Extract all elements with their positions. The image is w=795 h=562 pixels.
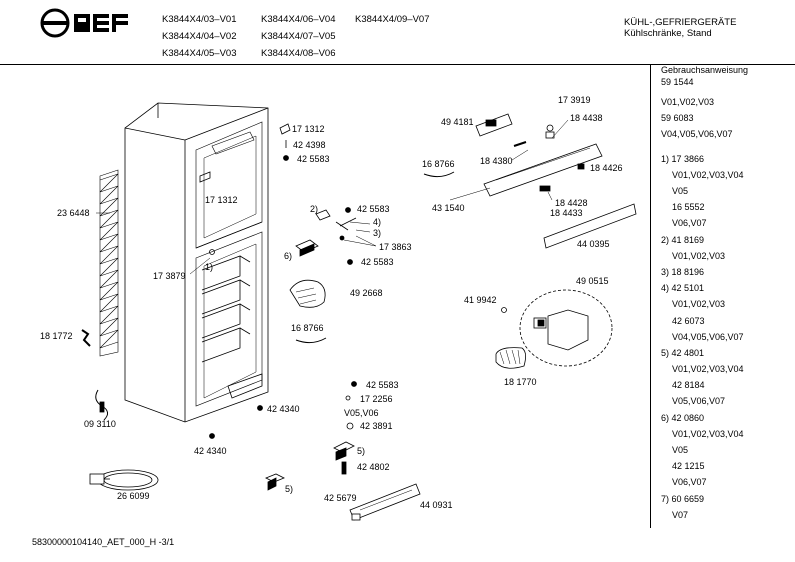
label-42-4802: 42 4802 [357,462,390,472]
sidebar-line-25: V06,V07 [672,477,707,487]
label-44-0395: 44 0395 [577,239,610,249]
sidebar-line-6: V01,V02,V03,V04 [672,170,744,180]
sidebar-line-16: V04,V05,V06,V07 [672,332,744,342]
sidebar-line-4: V04,V05,V06,V07 [661,129,733,139]
label-4: 4) [373,217,382,227]
label-49-4181: 49 4181 [441,117,474,127]
label-3: 3) [373,228,382,238]
sidebar-line-21: 6) 42 0860 [661,413,705,423]
sidebar-line-9: V06,V07 [672,218,707,228]
sidebar-line-26: 7) 60 6659 [661,494,705,504]
neff-logo [40,8,132,38]
label-1-a: 1) [205,262,214,272]
label-23-6448: 23 6448 [57,208,90,218]
label-49-2668: 49 2668 [350,288,383,298]
header-rule [0,64,795,65]
label-17-2256: 17 2256 [360,394,393,404]
label-42-5583-c: 42 5583 [361,257,394,267]
sidebar-line-5: 1) 17 3866 [661,154,705,164]
category-line2: Kühlschränke, Stand [624,28,712,39]
label-44-0931: 44 0931 [420,500,453,510]
sidebar-line-23: V05 [672,445,689,455]
label-42-4340-a: 42 4340 [267,404,300,414]
label-26-6099: 26 6099 [117,491,150,501]
label-17-1312-a: 17 1312 [292,124,325,134]
label-2: 2) [310,204,319,214]
model-1: K3844X4/03–V01 [162,14,237,25]
label-09-3110: 09 3110 [84,419,116,429]
model-4: K3844X4/06–V04 [261,14,336,25]
footer-doc-id: 58300000104140_AET_000_H -3/1 [32,537,175,547]
label-17-1312-b: 17 1312 [205,195,238,205]
sidebar-line-12: 3) 18 8196 [661,267,705,277]
fridge-cabinet [124,102,269,423]
label-17-3919: 17 3919 [558,95,591,105]
label-41-9942: 41 9942 [464,295,497,305]
label-18-1770: 18 1770 [504,377,537,387]
label-16-8766-b: 16 8766 [422,159,455,169]
sidebar-line-2: V01,V02,V03 [661,97,715,107]
label-5-b: 5) [357,446,366,456]
model-6: K3844X4/08–V06 [261,48,336,59]
label-16-8766-a: 16 8766 [291,323,324,333]
sidebar-line-27: V07 [672,510,689,520]
model-7: K3844X4/09–V07 [355,14,430,25]
model-3: K3844X4/05–V03 [162,48,237,59]
sidebar-line-13: 4) 42 5101 [661,283,705,293]
label-49-0515: 49 0515 [576,276,609,286]
sidebar-line-8: 16 5552 [672,202,705,212]
label-18-4380: 18 4380 [480,156,513,166]
condenser-coil [99,169,119,357]
label-42-5679: 42 5679 [324,493,357,503]
label-18-4426: 18 4426 [590,163,623,173]
sidebar-line-19: 42 8184 [672,380,705,390]
label-42-3891: 42 3891 [360,421,393,431]
model-2: K3844X4/04–V02 [162,31,237,42]
label-5-a: 5) [285,484,294,494]
sidebar-line-14: V01,V02,V03 [672,299,726,309]
label-18-4438: 18 4438 [570,113,603,123]
sidebar-line-22: V01,V02,V03,V04 [672,429,744,439]
label-18-4428: 18 4428 [555,198,588,208]
sidebar-rule [650,64,651,528]
label-6: 6) [284,251,293,261]
label-43-1540: 43 1540 [432,203,465,213]
sidebar-line-15: 42 6073 [672,316,705,326]
sidebar-line-1: 59 1544 [661,77,694,87]
label-42-4398: 42 4398 [293,140,326,150]
sidebar-line-17: 5) 42 4801 [661,348,705,358]
exploded-view-drawing [81,102,637,521]
label-18-1772: 18 1772 [40,331,73,341]
sidebar-line-20: V05,V06,V07 [672,396,726,406]
sidebar-line-3: 59 6083 [661,113,694,123]
sidebar-line-18: V01,V02,V03,V04 [672,364,744,374]
sidebar-line-24: 42 1215 [672,461,705,471]
sidebar-line-10: 2) 41 8169 [661,235,705,245]
label-v05-v06: V05,V06 [344,408,379,418]
label-42-5583-a: 42 5583 [297,154,330,164]
sidebar-line-11: V01,V02,V03 [672,251,726,261]
label-42-5583-d: 42 5583 [366,380,399,390]
label-17-3863: 17 3863 [379,242,412,252]
label-42-4340-b: 42 4340 [194,446,227,456]
sidebar-line-0: Gebrauchsanweisung [661,65,749,75]
category-line1: KÜHL-,GEFRIERGERÄTE [624,17,737,28]
label-17-3879: 17 3879 [153,271,186,281]
label-42-5583-b: 42 5583 [357,204,390,214]
model-5: K3844X4/07–V05 [261,31,336,42]
label-18-4433: 18 4433 [550,208,583,218]
sidebar-line-7: V05 [672,186,689,196]
